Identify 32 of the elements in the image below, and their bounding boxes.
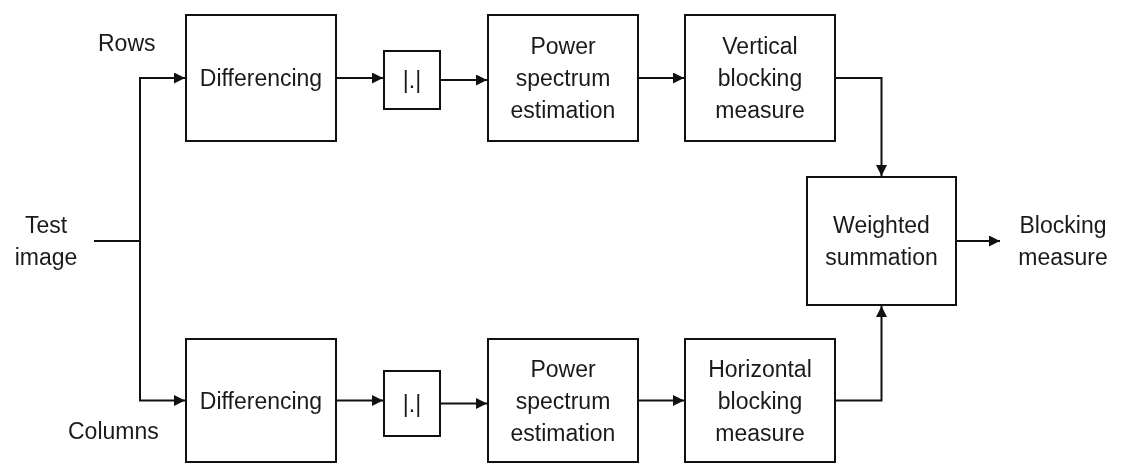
arrow — [440, 74, 488, 86]
arrow — [93, 240, 186, 406]
box-label: Vertical blocking measure — [714, 32, 806, 125]
arrow — [956, 235, 1001, 247]
box-label: |.| — [402, 389, 422, 419]
process-box — [684, 338, 836, 463]
arrow — [638, 72, 685, 84]
box-label: Power spectrum estimation — [509, 32, 617, 125]
process-box — [487, 14, 639, 142]
box-label: Horizontal blocking measure — [707, 354, 813, 448]
arrow — [336, 395, 384, 406]
arrow — [440, 398, 488, 409]
process-box — [684, 14, 836, 142]
box-label: Differencing — [199, 64, 323, 93]
process-box — [487, 338, 639, 463]
arrow — [336, 72, 384, 84]
arrow — [835, 77, 887, 177]
box-label: Weighted summation — [824, 211, 939, 272]
process-box — [806, 176, 957, 306]
box-label: |.| — [402, 66, 422, 95]
process-box — [383, 50, 441, 110]
node-text: Test image — [6, 205, 86, 277]
process-box — [185, 338, 337, 463]
process-box — [383, 370, 441, 437]
branch-label: Rows — [98, 30, 156, 57]
process-box — [185, 14, 337, 142]
node-text: Blocking measure — [1006, 205, 1120, 277]
branch-label: Columns — [68, 418, 159, 445]
arrow — [638, 395, 685, 406]
box-label: Differencing — [199, 386, 323, 416]
arrow — [835, 305, 887, 402]
box-label: Power spectrum estimation — [509, 354, 617, 448]
